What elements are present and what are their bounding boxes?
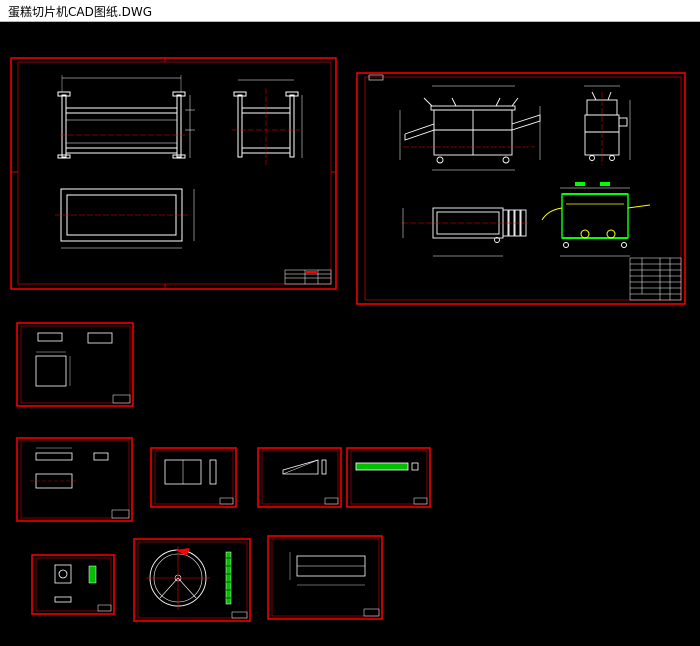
part-sheet-6[interactable] xyxy=(31,554,115,615)
machine-assembly-sheet[interactable] xyxy=(356,72,686,305)
title-bar: 蛋糕切片机CAD图纸.DWG xyxy=(0,0,700,22)
part-sheet-2[interactable] xyxy=(16,437,133,522)
part-sheet-5[interactable] xyxy=(346,447,431,508)
window-title: 蛋糕切片机CAD图纸.DWG xyxy=(8,5,153,19)
frame-assembly-sheet[interactable] xyxy=(10,57,337,290)
drawing-canvas[interactable] xyxy=(0,23,700,646)
blade-disc-sheet[interactable] xyxy=(133,538,251,622)
part-sheet-1[interactable] xyxy=(16,322,134,407)
part-sheet-3[interactable] xyxy=(150,447,237,508)
part-sheet-4[interactable] xyxy=(257,447,342,508)
part-sheet-7[interactable] xyxy=(267,535,383,620)
